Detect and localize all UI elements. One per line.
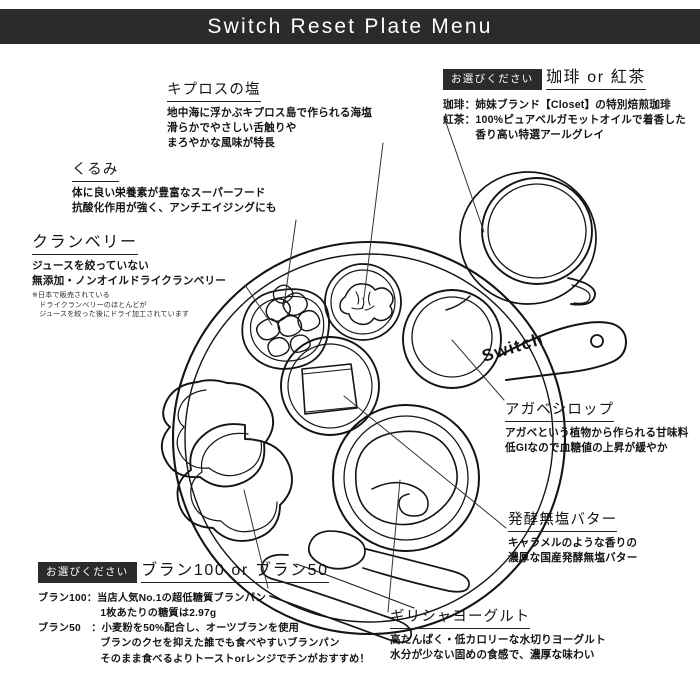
agave-bowl xyxy=(402,289,502,389)
board-brand-label: Switch xyxy=(480,329,547,366)
leader-lines xyxy=(243,116,507,613)
annotation-title: クランベリー xyxy=(32,228,138,255)
annotation-title: 発酵無塩バター xyxy=(508,508,618,532)
annotation-title: キプロスの塩 xyxy=(167,78,261,102)
board-handle xyxy=(498,321,627,381)
annotation-body: ジュースを絞っていない 無添加・ノンオイルドライクランベリー xyxy=(32,260,227,288)
annotation-body: ブラン100：当店人気No.1の超低糖質ブランパン 1枚あたりの糖質は2.97g… xyxy=(38,592,370,665)
annotation-agave-syrup: アガベシロップ アガベという植物から作られる甘味料 低GIなので血糖値の上昇が緩… xyxy=(505,398,689,456)
walnut-dish xyxy=(324,263,402,341)
toast-slices xyxy=(160,379,293,542)
choose-badge: お選びください xyxy=(443,68,542,90)
annotation-cultured-butter: 発酵無塩バター キャラメルのような香りの 濃厚な国産発酵無塩バター xyxy=(508,508,638,566)
annotation-body: 地中海に浮かぶキプロス島で作られる海塩 滑らかでやさしい舌触りや まろやかな風味… xyxy=(167,107,373,150)
annotation-bran-bread-choice: お選びください ブラン100 or ブラン50 ブラン100：当店人気No.1の… xyxy=(38,556,370,667)
annotation-cyprus-salt: キプロスの塩 地中海に浮かぶキプロス島で作られる海塩 滑らかでやさしい舌触りや … xyxy=(167,78,372,151)
annotation-title: くるみ xyxy=(72,158,119,182)
annotation-body: 珈琲：姉妹ブランド【Closet】の特別焙煎珈琲 紅茶：100%ピュアベルガモッ… xyxy=(443,98,687,141)
svg-text:Switch: Switch xyxy=(480,329,547,366)
annotation-footnote: ※日本で販売されている ドライクランベリーのほとんどが ジュースを絞った後にドラ… xyxy=(32,291,190,319)
annotation-cranberry: クランベリー ジュースを絞っていない 無添加・ノンオイルドライクランベリー ※日… xyxy=(32,228,226,320)
annotation-title: アガベシロップ xyxy=(505,398,615,422)
cranberry-dish xyxy=(241,284,330,370)
annotation-walnut: くるみ 体に良い栄養素が豊富なスーパーフード 抗酸化作用が強く、アンチエイジング… xyxy=(72,158,277,216)
coffee-cup-icon xyxy=(445,171,597,311)
annotation-body: 高たんぱく・低カロリーな水切りヨーグルト 水分が少ない固めの食感で、濃厚な味わい xyxy=(390,634,606,662)
butter-dish xyxy=(280,336,380,436)
annotation-title: 珈琲 or 紅茶 xyxy=(546,63,646,90)
page-title: Switch Reset Plate Menu xyxy=(207,14,493,38)
annotation-body: キャラメルのような香りの 濃厚な国産発酵無塩バター xyxy=(508,537,638,565)
annotation-greek-yogurt: ギリシャヨーグルト 高たんぱく・低カロリーな水切りヨーグルト 水分が少ない固めの… xyxy=(390,605,606,663)
annotation-title: ブラン100 or ブラン50 xyxy=(141,556,329,583)
header-bar: Switch Reset Plate Menu xyxy=(0,9,700,44)
annotation-body: 体に良い栄養素が豊富なスーパーフード 抗酸化作用が強く、アンチエイジングにも xyxy=(72,187,277,215)
annotation-body: アガベという植物から作られる甘味料 低GIなので血糖値の上昇が緩やか xyxy=(505,427,689,455)
choose-badge: お選びください xyxy=(38,561,137,583)
annotation-drink-choice: お選びください 珈琲 or 紅茶 珈琲：姉妹ブランド【Closet】の特別焙煎珈… xyxy=(443,63,686,143)
annotation-title: ギリシャヨーグルト xyxy=(390,605,531,629)
yogurt-bowl xyxy=(332,404,480,552)
